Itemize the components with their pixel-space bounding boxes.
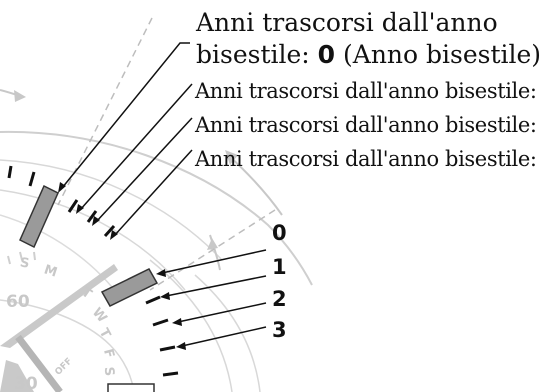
leader-line-3-bottom xyxy=(181,326,267,347)
subdial-tick xyxy=(33,251,36,261)
bottom-indicator xyxy=(107,383,155,392)
marker-0: 0 xyxy=(272,221,287,245)
callout-year-2-label: Anni trascorsi dall'anno bisestile: xyxy=(195,113,540,137)
leap-year-indicator-inner xyxy=(100,268,159,307)
dial-letter-s2: S xyxy=(100,366,117,377)
callout-year-0-line1-text: Anni trascorsi dall'anno xyxy=(196,8,498,37)
watch-hand xyxy=(0,264,118,348)
leader-line-1-bottom xyxy=(165,275,267,297)
outer-tick xyxy=(67,199,79,213)
callout-arrowheads xyxy=(58,182,186,350)
callout-year-1-label: Anni trascorsi dall'anno bisestile: xyxy=(195,79,540,103)
callout-year-0-label: bisestile: xyxy=(196,40,318,69)
outer-tick xyxy=(86,210,98,223)
inner-tick xyxy=(152,318,169,327)
dial-number-60: 60 xyxy=(6,292,30,312)
rotation-arrowhead-top xyxy=(225,150,238,165)
callout-year-0-line2: bisestile: 0 (Anno bisestile) xyxy=(196,39,540,71)
dial-outer-arc xyxy=(0,130,313,286)
leader-line-1-top xyxy=(79,83,193,211)
subdial-tick xyxy=(19,251,23,261)
dial-inner-arc-2 xyxy=(194,274,261,392)
callout-year-3-label: Anni trascorsi dall'anno bisestile: xyxy=(195,147,540,171)
dial-number-30: 30 xyxy=(14,374,38,392)
watch-hand-shadow xyxy=(15,334,63,392)
callout-year-0-line1: Anni trascorsi dall'anno xyxy=(196,7,498,39)
dial-ring-2 xyxy=(0,189,186,291)
arrowhead xyxy=(92,216,100,226)
callout-year-2: Anni trascorsi dall'anno bisestile: 2 xyxy=(195,113,540,137)
subdial-ring xyxy=(0,299,135,392)
inner-tick xyxy=(145,295,161,305)
subdial-tick xyxy=(7,255,11,265)
outer-tick xyxy=(28,171,36,187)
leader-line-0-top xyxy=(61,42,190,189)
dial-inner-arc xyxy=(149,259,233,392)
rotation-arrowhead-right xyxy=(207,238,218,250)
arrowhead xyxy=(58,182,66,193)
dashed-guide-lower xyxy=(149,209,276,291)
leader-line-0-bottom xyxy=(161,249,267,274)
rotation-arrowhead-left xyxy=(14,90,26,102)
arrowhead xyxy=(76,204,84,214)
inner-tick xyxy=(159,345,176,352)
leader-line-2-top xyxy=(95,117,193,223)
marker-1: 1 xyxy=(272,255,287,279)
arrowhead xyxy=(160,292,170,300)
leader-line-2-bottom xyxy=(177,302,267,323)
rotation-arrow-top xyxy=(227,154,283,216)
callout-year-3: Anni trascorsi dall'anno bisestile: 3 xyxy=(195,147,540,171)
arrowhead xyxy=(172,318,182,326)
callout-year-1: Anni trascorsi dall'anno bisestile: 1 xyxy=(195,79,540,103)
arrowhead xyxy=(156,269,166,277)
marker-2: 2 xyxy=(272,287,287,311)
rotation-arrow-right xyxy=(209,234,221,271)
callout-year-0-value: 0 xyxy=(317,40,336,69)
callout-leaders xyxy=(61,42,267,347)
leader-line-3-top xyxy=(113,149,193,237)
arrowhead xyxy=(110,230,118,240)
dial-ring-3 xyxy=(0,214,123,301)
outer-tick xyxy=(7,165,13,179)
outer-tick xyxy=(103,224,116,238)
arrowhead xyxy=(176,342,186,350)
marker-3: 3 xyxy=(272,318,287,342)
callout-year-0-suffix: (Anno bisestile) xyxy=(335,40,540,69)
inner-tick xyxy=(162,371,179,377)
watch-hand-lower xyxy=(0,360,34,392)
